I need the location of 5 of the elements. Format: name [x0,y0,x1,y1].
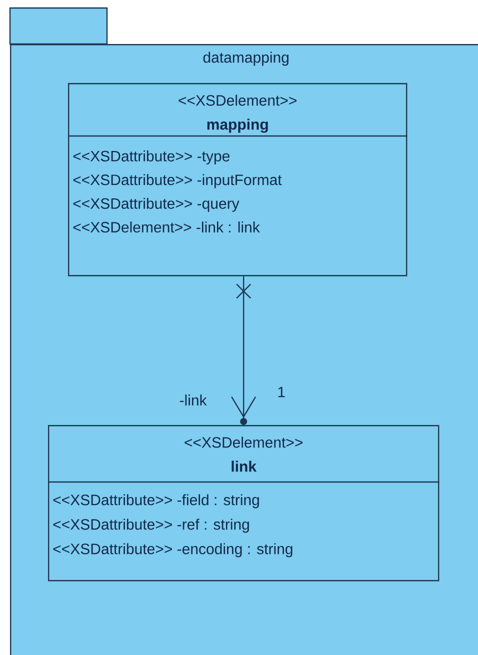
edge-end-label: 1 [278,386,285,398]
class-box: <<XSDelement>> link <<XSDattribute>> -field : string <<XSDattribute>> -ref : string <<XSDattribute>> -encoding : string [48,425,440,582]
association-arrow [231,276,256,425]
class-box: <<XSDelement>> mapping <<XSDattribute>> -type <<XSDattribute>> -inputFormat <<XSDattribute>> -query <<XSDelement>> -link : link [68,83,408,276]
edge-end-label: -link [180,394,207,406]
